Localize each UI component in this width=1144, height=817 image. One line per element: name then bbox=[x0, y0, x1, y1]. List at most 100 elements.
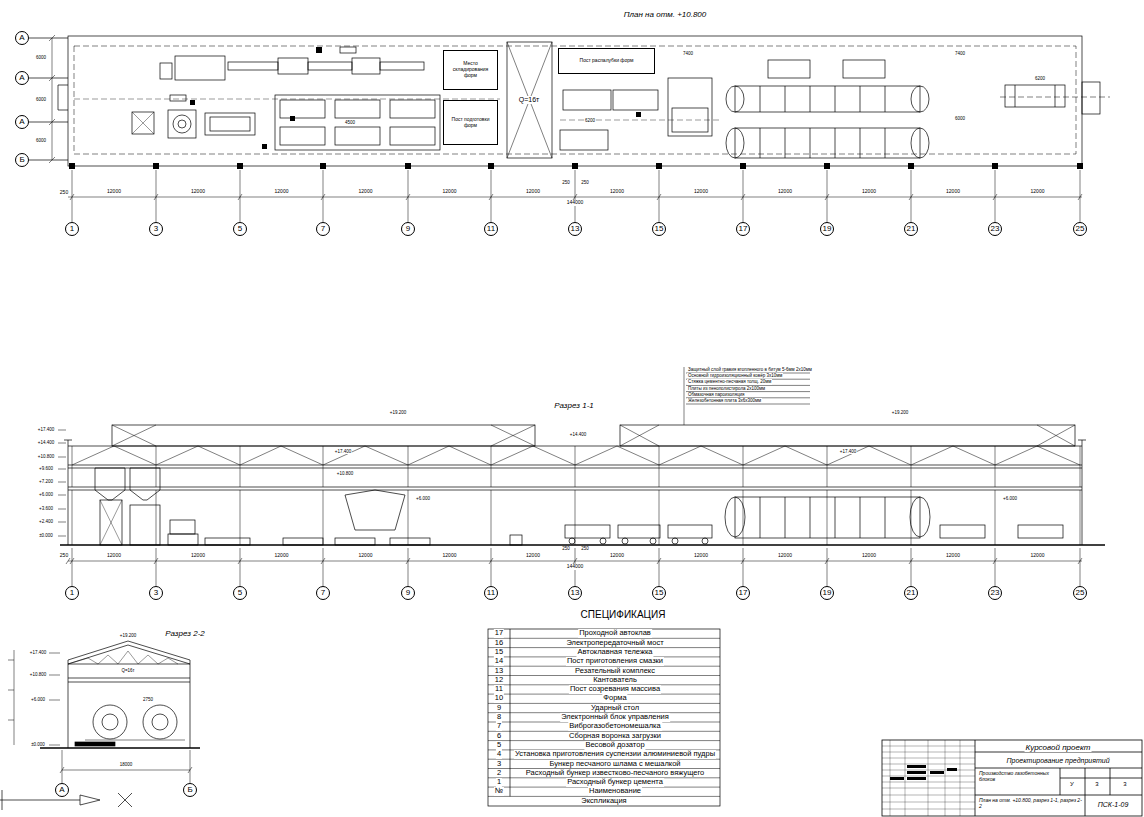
label-text: 7400 bbox=[682, 51, 694, 56]
axis-label: 21 bbox=[905, 587, 917, 599]
label-text: +17.400 bbox=[29, 650, 47, 655]
label-text: 2750 bbox=[142, 697, 154, 702]
plan-drawing-part bbox=[132, 112, 154, 134]
section-1-1-drawing-part bbox=[702, 538, 708, 544]
axis-label: Б bbox=[184, 784, 196, 796]
label-text: +7.200 bbox=[38, 479, 54, 484]
section-1-1-drawing-part bbox=[168, 534, 198, 545]
plan-drawing-part bbox=[726, 86, 744, 112]
section-1-1-drawing-part bbox=[112, 425, 1075, 446]
axis-marker: 5 bbox=[233, 586, 247, 600]
plan-drawing-part bbox=[380, 62, 424, 70]
axis-label: А bbox=[16, 72, 28, 84]
section-1-1-drawing-part bbox=[725, 497, 745, 537]
axis-marker: 9 bbox=[401, 586, 415, 600]
label-text: 1 bbox=[496, 778, 502, 787]
plan-drawing-part bbox=[726, 128, 744, 158]
specification-table bbox=[488, 629, 720, 806]
plan-drawing-part-part bbox=[740, 163, 746, 169]
label-text: 8 bbox=[496, 713, 502, 722]
plan-drawing-part bbox=[308, 62, 352, 70]
axis-label: 3 bbox=[150, 223, 162, 235]
axis-marker: 23 bbox=[988, 586, 1002, 600]
label-text: 2 bbox=[496, 769, 502, 778]
plan-drawing-part bbox=[175, 56, 225, 80]
section-1-1-drawing-part bbox=[1018, 525, 1063, 538]
label-text: № bbox=[494, 787, 504, 796]
plan-drawing-part bbox=[49, 35, 55, 163]
label-text: 12000 bbox=[693, 553, 709, 559]
label-text: 12 bbox=[494, 676, 504, 685]
section-1-1-drawing-part bbox=[668, 525, 712, 538]
label-text: Q=16т bbox=[518, 96, 541, 104]
axis-label: 1 bbox=[66, 223, 78, 235]
label-text: 3 bbox=[496, 760, 502, 769]
plan-drawing-part bbox=[843, 60, 885, 78]
plan-drawing-part bbox=[340, 47, 356, 53]
section-1-1-drawing-part bbox=[650, 538, 656, 544]
axis-marker: 19 bbox=[820, 586, 834, 600]
plan-drawing-part-part bbox=[316, 47, 322, 53]
label-text: Пост созревания массива bbox=[569, 685, 661, 694]
section-2-2-drawing-part bbox=[102, 714, 118, 730]
plan-drawing-part-part bbox=[824, 163, 830, 169]
section-1-1-drawing-part bbox=[205, 538, 250, 545]
section-1-1-drawing-part bbox=[620, 425, 1075, 446]
label-text: Ударный стол bbox=[590, 704, 640, 713]
label-text: 16 bbox=[494, 639, 504, 648]
label-text: 4 bbox=[496, 750, 502, 759]
section-2-2-drawing-part bbox=[68, 660, 190, 748]
label-text: +19.200 bbox=[389, 410, 407, 415]
plan-drawing-part bbox=[352, 58, 380, 74]
label-text: 12000 bbox=[777, 553, 793, 559]
axis-label: 11 bbox=[485, 587, 497, 599]
specification-table-part bbox=[488, 638, 720, 796]
label-text: Защитный слой гравия втопленного в битум… bbox=[687, 367, 813, 372]
plan-drawing-part bbox=[507, 42, 552, 158]
label-text: СПЕЦИФИКАЦИЯ bbox=[580, 609, 667, 621]
label-text: +9.600 bbox=[38, 466, 54, 471]
axis-marker: 13 bbox=[568, 222, 582, 236]
section-1-1-drawing-part bbox=[64, 440, 1086, 545]
label-text: 15 bbox=[494, 648, 504, 657]
label-text: +10.800 bbox=[37, 454, 55, 459]
label-text: Разрез 1-1 bbox=[553, 401, 595, 410]
label-text: Проходной автоклав bbox=[578, 629, 652, 638]
axis-label: 25 bbox=[1074, 587, 1086, 599]
plan-drawing-part bbox=[72, 170, 1080, 222]
label-text: 250 bbox=[59, 190, 69, 196]
label-text: Обмазочная пароизоляция bbox=[687, 392, 745, 397]
axis-marker: 19 bbox=[820, 222, 834, 236]
label-text: Бункер песчаного шлама с мешалкой bbox=[549, 760, 682, 769]
area-label: Пост подготовки форм bbox=[446, 117, 495, 129]
label-text: +17.400 bbox=[334, 449, 352, 454]
title-block-part-part bbox=[930, 771, 944, 774]
section-2-2-drawing-part bbox=[93, 705, 127, 739]
axis-label: 23 bbox=[989, 587, 1001, 599]
plan-drawing-part bbox=[278, 58, 308, 74]
label-text: 18000 bbox=[119, 762, 134, 767]
plan-drawing-part bbox=[178, 120, 186, 128]
plan-drawing-part bbox=[911, 128, 929, 158]
section-1-1-drawing-part bbox=[68, 446, 1082, 490]
axis-marker: 5 bbox=[233, 222, 247, 236]
label-text: 3 bbox=[1122, 781, 1127, 788]
axis-label: А bbox=[16, 116, 28, 128]
axis-label: 17 bbox=[737, 223, 749, 235]
section-1-1-drawing-part bbox=[565, 525, 610, 538]
label-text: 9 bbox=[496, 704, 502, 713]
section-1-1-drawing-part bbox=[940, 525, 985, 538]
label-text: 144000 bbox=[566, 564, 585, 570]
label-text: 144000 bbox=[566, 200, 585, 206]
label-text: Производство газобетонных блоков bbox=[978, 771, 1060, 783]
label-text: Основной гидроизоляционный ковёр 3х10мм bbox=[687, 373, 783, 378]
axis-label: 19 bbox=[821, 223, 833, 235]
label-text: Наименование bbox=[588, 787, 642, 796]
label-text: 250 bbox=[59, 553, 69, 559]
label-text: Электропередаточный мост bbox=[565, 639, 664, 648]
plan-drawing-part bbox=[560, 130, 608, 150]
section-2-2-drawing-part bbox=[152, 714, 168, 730]
section-1-1-drawing-part bbox=[130, 468, 160, 500]
plan-drawing-part bbox=[68, 36, 1082, 166]
area-label: Пост распалубки форм bbox=[580, 58, 634, 64]
